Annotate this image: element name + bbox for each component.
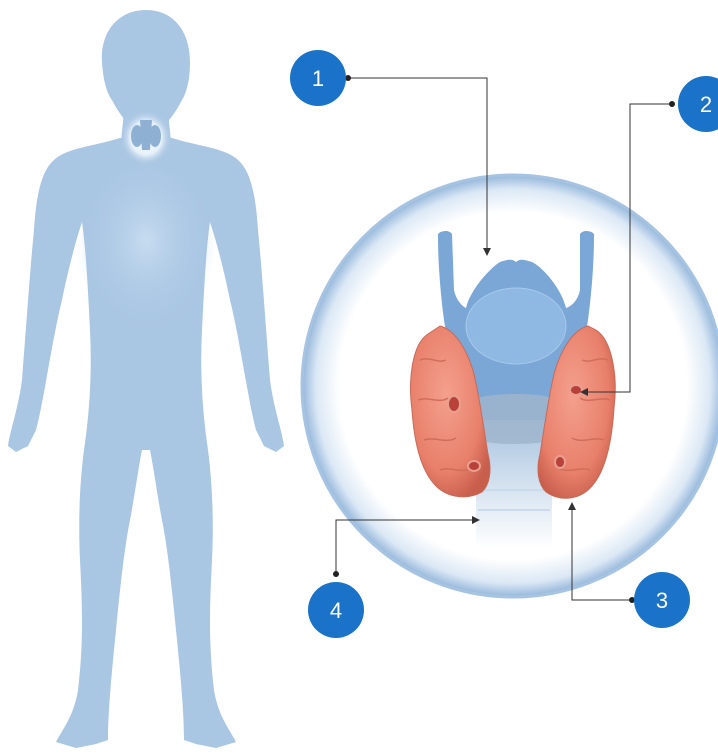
callout-badge-2: 2 — [678, 76, 718, 132]
callout-badge-1: 1 — [290, 50, 346, 106]
nodule — [448, 396, 460, 412]
callout-number-1: 1 — [312, 66, 324, 91]
laryngeal-prominence — [466, 288, 566, 364]
callout-badge-3: 3 — [634, 572, 690, 628]
callout-number-3: 3 — [656, 588, 668, 613]
magnified-view — [301, 174, 718, 598]
nodule — [570, 385, 582, 395]
chest-highlight — [76, 165, 216, 355]
callout-badge-4: 4 — [308, 582, 364, 638]
callout-number-4: 4 — [330, 598, 342, 623]
nodule — [555, 456, 565, 468]
callout-number-2: 2 — [700, 92, 712, 117]
nodule — [468, 461, 480, 471]
human-silhouette-icon — [8, 10, 284, 748]
